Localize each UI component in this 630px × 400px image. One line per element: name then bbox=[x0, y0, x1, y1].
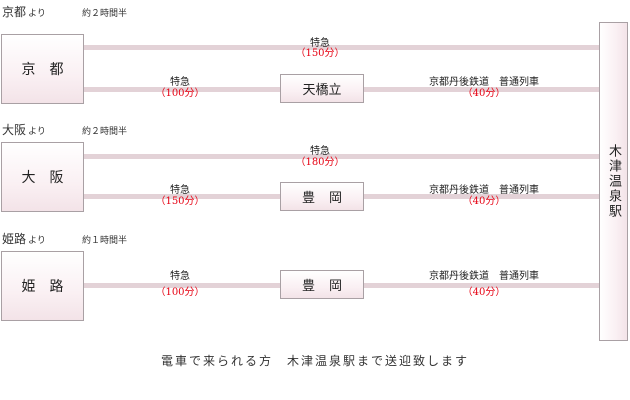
kyoto-direct-train-label: 特急 bbox=[310, 38, 330, 49]
origin-title-himeji: 姫路より bbox=[2, 232, 46, 246]
station-box-toyooka-1: 豊岡 bbox=[280, 182, 364, 211]
osaka-via-train-label: 特急 bbox=[170, 185, 190, 196]
kyoto-via-train-label: 特急 bbox=[170, 77, 190, 88]
tango-railway-time-2: （40分） bbox=[462, 196, 506, 207]
osaka-via-time: （150分） bbox=[155, 196, 205, 207]
duration-osaka: 約２時間半 bbox=[82, 127, 128, 137]
kyoto-direct-time: （150分） bbox=[295, 48, 345, 59]
duration-himeji: 約１時間半 bbox=[82, 236, 128, 246]
tango-railway-label-1: 京都丹後鉄道 普通列車 bbox=[429, 77, 539, 88]
route-line-himeji-to-via bbox=[84, 283, 280, 288]
route-line-kyoto-to-via bbox=[84, 87, 280, 92]
station-box-toyooka-2: 豊岡 bbox=[280, 270, 364, 299]
route-line-osaka-to-via bbox=[84, 194, 280, 199]
tango-railway-time-1: （40分） bbox=[462, 88, 506, 99]
kyoto-via-time: （100分） bbox=[155, 88, 205, 99]
station-box-amanohashidate: 天橋立 bbox=[280, 74, 364, 103]
origin-title-kyoto: 京都より bbox=[2, 5, 46, 19]
destination-box-kitsu-onsen: 木津温泉駅 bbox=[599, 22, 628, 341]
route-line-osaka-express-direct bbox=[84, 154, 599, 159]
osaka-direct-time: （180分） bbox=[295, 157, 345, 168]
himeji-via-train-label: 特急 bbox=[170, 271, 190, 282]
route-line-via-to-kitsu-3 bbox=[364, 283, 599, 288]
station-box-kyoto: 京都 bbox=[1, 34, 84, 104]
tango-railway-label-2: 京都丹後鉄道 普通列車 bbox=[429, 185, 539, 196]
route-line-via-to-kitsu-1 bbox=[364, 87, 599, 92]
station-box-osaka: 大阪 bbox=[1, 142, 84, 212]
route-line-kyoto-express-direct bbox=[84, 45, 599, 50]
duration-kyoto: 約２時間半 bbox=[82, 9, 128, 19]
origin-title-osaka: 大阪より bbox=[2, 123, 46, 137]
osaka-direct-train-label: 特急 bbox=[310, 146, 330, 157]
tango-railway-time-3: （40分） bbox=[462, 287, 506, 298]
himeji-via-time: （100分） bbox=[155, 287, 205, 298]
footer-note: 電車で来られる方 木津温泉駅まで送迎致します bbox=[160, 354, 469, 368]
tango-railway-label-3: 京都丹後鉄道 普通列車 bbox=[429, 271, 539, 282]
station-box-himeji: 姫路 bbox=[1, 251, 84, 321]
route-line-via-to-kitsu-2 bbox=[364, 194, 599, 199]
